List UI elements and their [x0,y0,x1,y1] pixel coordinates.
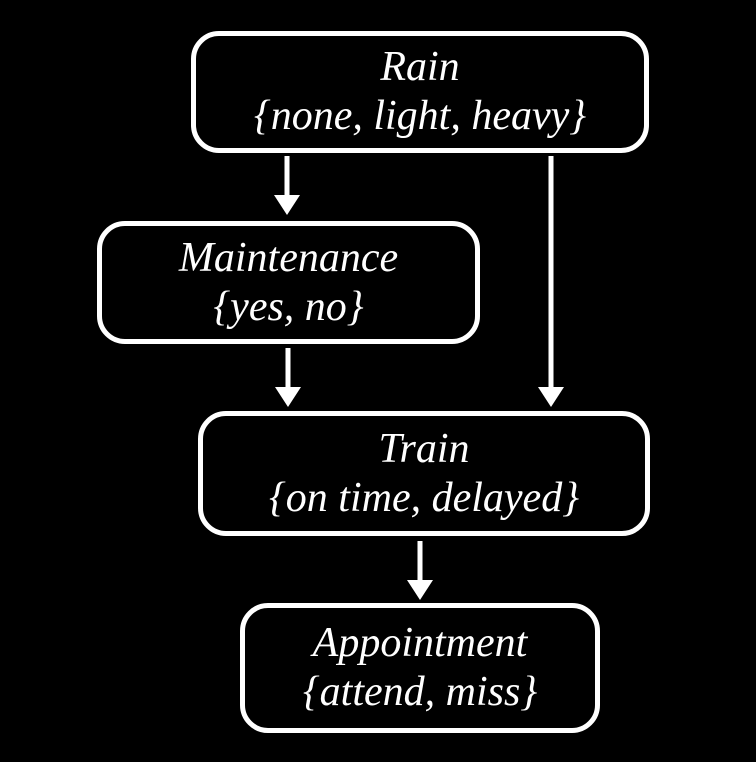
node-train-domain: {on time, delayed} [269,474,579,521]
node-maintenance-domain: {yes, no} [213,283,364,330]
edge-maintenance-train-arrow [275,348,301,407]
node-train: Train {on time, delayed} [198,411,650,536]
edge-rain-train-arrow [538,156,564,407]
node-appointment-domain: {attend, miss} [302,669,538,715]
node-rain-label: Rain [380,44,460,90]
edge-train-appointment-arrow [407,541,433,600]
node-appointment-label: Appointment [312,620,528,666]
node-rain-domain: {none, light, heavy} [253,93,587,139]
node-train-label: Train [378,425,470,472]
node-maintenance-label: Maintenance [178,234,399,281]
node-rain: Rain {none, light, heavy} [191,31,649,153]
node-appointment: Appointment {attend, miss} [240,603,600,733]
node-maintenance: Maintenance {yes, no} [97,221,480,344]
edge-rain-maintenance-arrow [274,156,300,215]
